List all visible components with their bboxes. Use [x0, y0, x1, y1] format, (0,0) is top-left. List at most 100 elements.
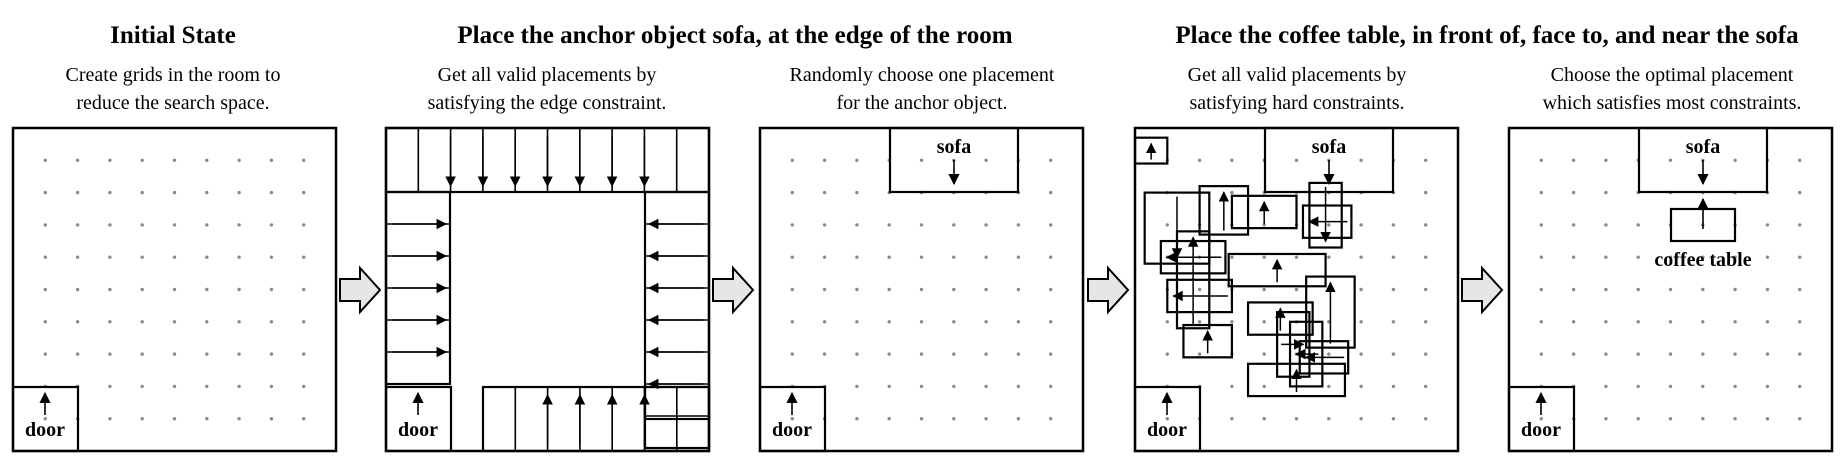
grid-dot: [919, 384, 924, 389]
door-panel-4: door: [1133, 385, 1202, 453]
candidate-placement: [1166, 278, 1234, 314]
grid-dot: [919, 352, 924, 356]
grid-dot: [205, 384, 209, 389]
grid-dot: [790, 287, 794, 292]
grid-dot: [855, 384, 859, 389]
grid-dot: [269, 158, 274, 162]
grid-dot: [1765, 223, 1770, 227]
door-label: door: [1147, 419, 1187, 441]
grid-dot: [1733, 417, 1737, 421]
grid-dot: [237, 255, 241, 259]
grid-dot: [855, 417, 859, 421]
grid-dot: [1539, 320, 1544, 324]
grid-dot: [855, 320, 859, 324]
grid-dot: [1197, 352, 1202, 356]
grid-dot: [1604, 287, 1608, 292]
grid-dot: [1391, 223, 1396, 227]
grid-dot: [1571, 223, 1576, 227]
grid-dot: [1733, 352, 1737, 356]
grid-dot: [1539, 255, 1544, 259]
grid-dot: [1016, 417, 1021, 421]
grid-dot: [108, 320, 112, 324]
grid-dot: [75, 190, 80, 195]
grid-dot: [172, 417, 177, 421]
grid-dot: [1539, 158, 1544, 162]
grid-dot: [140, 223, 144, 227]
grid-dot: [984, 158, 988, 162]
grid-dot: [919, 223, 924, 227]
grid-dot: [1798, 352, 1802, 356]
grid-dot: [1424, 320, 1428, 324]
grid-dot: [1668, 287, 1673, 292]
door-panel-1: door: [11, 385, 80, 453]
grid-dot: [887, 223, 891, 227]
grid-dots-1: [43, 158, 306, 421]
stage-3-caption-line2: for the anchor object.: [836, 92, 1007, 114]
next-step-arrow-3: [1087, 265, 1130, 315]
grid-dot: [855, 223, 859, 227]
grid-dot: [302, 190, 306, 195]
grid-dot: [1294, 417, 1299, 421]
grid-dot: [172, 320, 177, 324]
grid-dot: [1359, 384, 1363, 389]
grid-dot: [1197, 287, 1202, 292]
next-step-arrow-2: [712, 265, 755, 315]
grid-dot: [1230, 320, 1234, 324]
candidate-placement: [1133, 136, 1169, 165]
grid-dot: [822, 352, 827, 356]
grid-dot: [1165, 417, 1170, 421]
grid-dot: [205, 320, 209, 324]
grid-dot: [822, 190, 827, 195]
grid-dot: [1016, 255, 1021, 259]
candidate-placement: [1246, 362, 1347, 398]
grid-dot: [952, 352, 956, 356]
grid-dot: [237, 158, 241, 162]
grid-dot: [1262, 255, 1266, 259]
grid-dot: [237, 352, 241, 356]
coffee-table-panel-5: coffee table: [1654, 197, 1752, 271]
grid-dot: [1798, 417, 1802, 421]
grid-dot: [790, 190, 794, 195]
grid-dot: [108, 223, 112, 227]
grid-dot: [1668, 352, 1673, 356]
grid-dot: [1424, 384, 1428, 389]
grid-dot: [1391, 320, 1396, 324]
grid-dot: [1016, 223, 1021, 227]
grid-dot: [1604, 255, 1608, 259]
grid-dot: [1262, 417, 1266, 421]
candidate-placement: [1301, 204, 1353, 239]
grid-dot: [1049, 417, 1053, 421]
grid-dot: [1701, 287, 1705, 292]
grid-dot: [984, 352, 988, 356]
grid-dot: [43, 320, 47, 324]
grid-dot: [1765, 287, 1770, 292]
grid-dot: [1539, 223, 1544, 227]
candidate-placement: [1246, 301, 1314, 336]
grid-dot: [1636, 352, 1640, 356]
grid-dot: [1539, 190, 1544, 195]
grid-dot: [75, 320, 80, 324]
grid-dot: [1262, 320, 1266, 324]
grid-dot: [302, 417, 306, 421]
grid-dot: [1733, 320, 1737, 324]
grid-dot: [1359, 352, 1363, 356]
grid-dot: [919, 417, 924, 421]
grid-dot: [1604, 158, 1608, 162]
grid-dot: [205, 158, 209, 162]
candidate-placement: [1198, 185, 1250, 236]
grid-dot: [1359, 417, 1363, 421]
grid-dot: [984, 417, 988, 421]
sofa-label: sofa: [1686, 136, 1720, 158]
grid-dot: [237, 287, 241, 292]
grid-dot: [140, 190, 144, 195]
grid-dot: [1604, 384, 1608, 389]
grid-dot: [1798, 255, 1802, 259]
grid-dot: [269, 417, 274, 421]
grid-dot: [140, 384, 144, 389]
grid-dot: [205, 352, 209, 356]
grid-dot: [1165, 352, 1170, 356]
grid-dot: [140, 417, 144, 421]
door-label: door: [1521, 419, 1561, 441]
grid-dot: [237, 320, 241, 324]
